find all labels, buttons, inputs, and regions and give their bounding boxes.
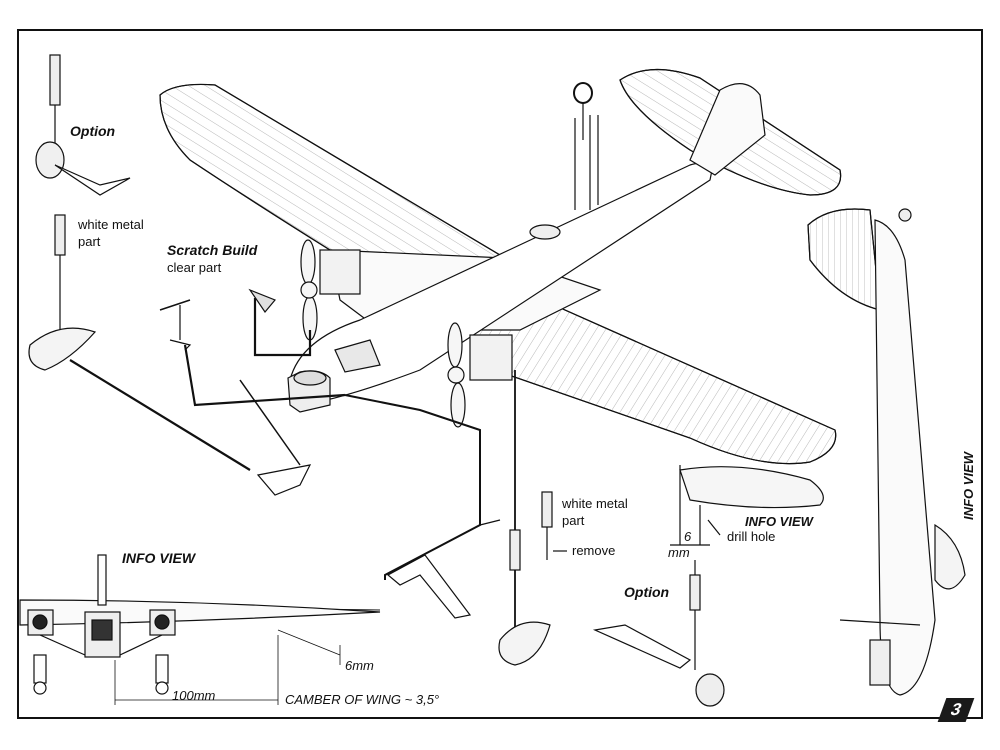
left-propeller: [300, 239, 318, 341]
page-frame: [17, 29, 983, 719]
side-info-view: [807, 208, 966, 696]
side-propeller: [934, 523, 966, 590]
info-view-label-mid: INFO VIEW: [745, 514, 813, 529]
dim-6-label: 6: [684, 529, 692, 544]
right-engine-nacelle: [469, 334, 513, 381]
camber-label: CAMBER OF WING ~ 3,5°: [285, 692, 440, 707]
main-aircraft: [159, 68, 842, 465]
center-parts: [344, 370, 567, 666]
fairing-info-view: [592, 465, 824, 707]
left-parts: [28, 54, 346, 496]
info-view-label-vertical: INFO VIEW: [961, 452, 976, 520]
fairing-top-view: [679, 466, 824, 509]
lower-strut-part: [256, 464, 312, 496]
dim-6mm-label: 6mm: [345, 658, 374, 673]
front-info-view: [19, 554, 381, 705]
option-label-bottom: Option: [624, 584, 670, 600]
left-engine-nacelle: [319, 249, 361, 295]
nose-cone-part: [28, 327, 97, 371]
dim-mm-label: mm: [668, 545, 690, 560]
clear-part: [248, 288, 276, 313]
dim-100mm-label: 100mm: [172, 688, 216, 703]
side-tail: [807, 208, 881, 311]
wheel-option: [35, 141, 65, 179]
front-fin: [97, 554, 107, 606]
undercarriage-strut: [386, 554, 472, 619]
main-wheel-fairing: [498, 621, 551, 666]
clear-part-label: clear part: [167, 260, 222, 275]
white-metal-part-label-left: part: [78, 234, 101, 249]
antenna-ring: [573, 82, 593, 104]
turret-ring: [529, 224, 561, 240]
option-wheel: [695, 673, 725, 707]
scratch-build-label: Scratch Build: [167, 242, 258, 258]
info-view-label-left: INFO VIEW: [122, 550, 196, 566]
drill-hole-label: drill hole: [727, 529, 776, 544]
white-metal-part-label-mid: part: [562, 513, 585, 528]
vertical-fin: [689, 83, 766, 176]
option-label-top: Option: [70, 123, 116, 139]
remove-label: remove: [572, 543, 616, 558]
white-metal-label-left: white metal: [78, 217, 144, 232]
right-propeller: [447, 322, 466, 428]
cockpit: [334, 339, 381, 373]
white-metal-label-mid: white metal: [562, 496, 628, 511]
